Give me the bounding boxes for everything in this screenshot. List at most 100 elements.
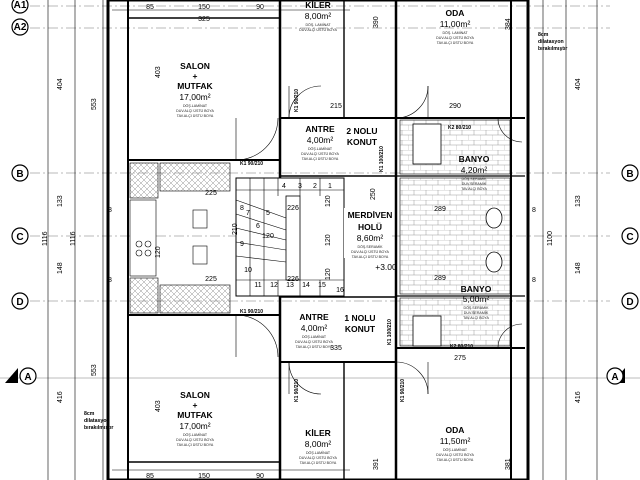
room-salon-bottom: SALON + MUTFAK 17,00m² DÖŞ.LAMİNAT DUV.A… <box>176 390 214 447</box>
door-k1-90-v-top: K1 90/210 <box>294 89 300 112</box>
toilet-icon <box>485 251 503 273</box>
svg-text:TAV.ALÇI ÜSTÜ BOYA: TAV.ALÇI ÜSTÜ BOYA <box>352 255 389 259</box>
dim-90-bottom: 90 <box>256 473 264 480</box>
dim-left-416: 416 <box>57 391 64 403</box>
note-dilatasyon-left: 8cm dilatasyon bırakılmıştır <box>84 411 113 431</box>
dim-120-a: 120 <box>325 195 332 207</box>
dim-left-553-top: 553 <box>91 98 98 110</box>
stair-step-number: 1 <box>328 183 332 190</box>
room-banyo-top: BANYO 4,20m² DÖŞ.SERAMİK DUV.SERAMİK TAV… <box>459 154 490 191</box>
svg-text:MUTFAK: MUTFAK <box>177 81 213 91</box>
svg-text:4,20m²: 4,20m² <box>461 165 488 175</box>
svg-text:DÖŞ.SERAMİK: DÖŞ.SERAMİK <box>464 305 490 310</box>
svg-text:17,00m²: 17,00m² <box>179 92 210 102</box>
svg-text:BANYO: BANYO <box>459 154 490 164</box>
door-k1-100-top: K1 100/210 <box>379 146 385 172</box>
svg-text:DUV.SERAMİK: DUV.SERAMİK <box>464 310 489 315</box>
stair-step-number: 12 <box>270 282 278 289</box>
dimension-lines <box>47 0 598 480</box>
stair-step-number: 13 <box>286 282 294 289</box>
door-k2-80-bottom: K2 80/210 <box>450 344 473 350</box>
dim-225-bottom: 225 <box>205 276 217 283</box>
stair-step-number: 9 <box>240 241 244 248</box>
svg-text:TAV.ALÇI BOYA: TAV.ALÇI BOYA <box>463 316 489 320</box>
svg-text:TAV.ALÇI ÜSTÜ BOYA: TAV.ALÇI ÜSTÜ BOYA <box>300 461 337 465</box>
room-banyo-bottom: BANYO 5,00m² DÖŞ.SERAMİK DUV.SERAMİK TAV… <box>461 284 492 320</box>
stair-step-number: 15 <box>318 282 326 289</box>
axis-c-right: C <box>626 232 633 243</box>
dim-225-top: 225 <box>205 190 217 197</box>
dim-left-1116b: 1116 <box>70 231 77 246</box>
dim-210: 210 <box>232 223 239 235</box>
dim-290: 290 <box>449 103 461 110</box>
label-konut-1: 1 NOLU KONUT <box>344 313 375 334</box>
svg-text:DÖŞ. LAMİNAT: DÖŞ. LAMİNAT <box>442 30 468 35</box>
svg-text:8,00m²: 8,00m² <box>305 439 332 449</box>
dim-120-d: 120 <box>262 233 274 240</box>
svg-text:DUV.ALÇI ÜSTÜ BOYA: DUV.ALÇI ÜSTÜ BOYA <box>299 28 337 32</box>
dim-8-d: 8 <box>532 277 536 284</box>
svg-text:DÖŞ.SERAMİK: DÖŞ.SERAMİK <box>462 176 488 181</box>
svg-text:DUV.ALÇI ÜSTÜ BOYA: DUV.ALÇI ÜSTÜ BOYA <box>351 250 389 254</box>
svg-text:MERDİVEN: MERDİVEN <box>348 210 393 220</box>
dim-120-e: 120 <box>155 246 162 258</box>
axis-b-left: B <box>16 169 23 180</box>
svg-text:KONUT: KONUT <box>345 324 376 334</box>
stove-burner-icon <box>144 249 152 257</box>
section-a-right: A <box>611 372 618 383</box>
sink-icon <box>412 123 442 165</box>
level-mark: +3.00 <box>375 262 397 272</box>
note-dilatasyon-right: 8cm dilatasyon bırakılmıştır <box>538 32 567 52</box>
axis-a2-left: A2 <box>14 22 27 33</box>
svg-text:KONUT: KONUT <box>347 137 378 147</box>
svg-text:DÖŞ. LAMİNAT: DÖŞ. LAMİNAT <box>305 22 331 27</box>
door-k1-90-top: K1 90/210 <box>240 161 263 167</box>
axis-d-right: D <box>626 297 633 308</box>
dim-right-1100: 1100 <box>547 231 554 246</box>
dim-289-bottom: 289 <box>434 275 446 282</box>
dim-left-403-bottom: 403 <box>155 400 162 412</box>
axis-markers: A1 A2 B C D B C D A A <box>5 0 639 385</box>
svg-text:dilatasyon: dilatasyon <box>538 39 564 45</box>
dim-226-top: 226 <box>287 205 299 212</box>
dim-right-404: 404 <box>575 78 582 90</box>
dim-150-top: 150 <box>198 4 210 11</box>
svg-text:8,60m²: 8,60m² <box>357 233 384 243</box>
stair-step-number: 6 <box>256 223 260 230</box>
dim-90-top: 90 <box>256 4 264 11</box>
svg-text:TAV.ALÇI ÜSTÜ BOYA: TAV.ALÇI ÜSTÜ BOYA <box>302 157 339 161</box>
dim-8-c: 8 <box>532 207 536 214</box>
axis-d-left: D <box>16 297 23 308</box>
room-merdiven-holu: MERDİVEN HOLÜ 8,60m² DÖŞ.SERAMİK DUV.ALÇ… <box>344 208 397 272</box>
svg-text:ODA: ODA <box>446 425 465 435</box>
dim-325-top: 325 <box>198 16 210 23</box>
svg-text:TAV.ALÇI ÜSTÜ BOYA: TAV.ALÇI ÜSTÜ BOYA <box>437 458 474 462</box>
door-k1-100-bottom: K1 100/210 <box>387 319 393 345</box>
dim-391: 391 <box>373 458 380 470</box>
stair-step-number: 5 <box>266 210 270 217</box>
svg-text:DÖŞ.LAMİNAT: DÖŞ.LAMİNAT <box>443 447 468 452</box>
room-antre-top: ANTRE 4,00m² DÖŞ.LAMİNAT DUV.ALÇI ÜSTÜ B… <box>301 124 339 161</box>
svg-text:4,00m²: 4,00m² <box>307 135 334 145</box>
svg-text:DUV.ALÇI ÜSTÜ BOYA: DUV.ALÇI ÜSTÜ BOYA <box>176 109 214 113</box>
dim-250: 250 <box>370 188 377 200</box>
dim-left-553-bottom: 553 <box>91 364 98 376</box>
dim-left-133: 133 <box>57 195 64 207</box>
svg-text:ANTRE: ANTRE <box>305 124 335 134</box>
axis-a1-left: A1 <box>14 0 27 11</box>
stove-burner-icon <box>135 240 143 248</box>
svg-text:17,00m²: 17,00m² <box>179 421 210 431</box>
svg-text:SALON: SALON <box>180 390 210 400</box>
sink-icon <box>192 209 208 229</box>
room-kiler-top: KİLER 8,00m² DÖŞ. LAMİNAT DUV.ALÇI ÜSTÜ … <box>299 0 337 32</box>
kitchen-counters <box>129 162 231 314</box>
svg-text:DUV.ALÇI ÜSTÜ BOYA: DUV.ALÇI ÜSTÜ BOYA <box>436 36 474 40</box>
sink-icon <box>192 245 208 265</box>
svg-text:8,00m²: 8,00m² <box>305 11 332 21</box>
svg-text:1 NOLU: 1 NOLU <box>344 313 375 323</box>
dim-381: 381 <box>505 458 512 470</box>
svg-text:DUV.ALÇI ÜSTÜ BOYA: DUV.ALÇI ÜSTÜ BOYA <box>301 152 339 156</box>
door-k1-90-bottom-a: K1 90/210 <box>294 379 300 402</box>
